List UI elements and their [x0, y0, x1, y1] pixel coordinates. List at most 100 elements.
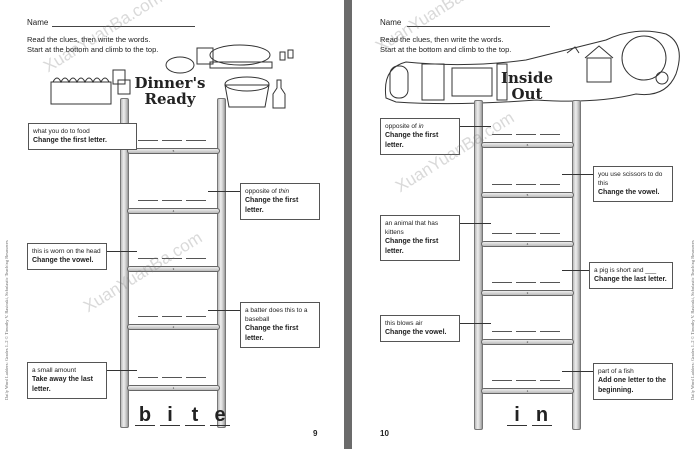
letter-blank[interactable] [540, 233, 560, 234]
clue-instruction: Change the vowel. [32, 257, 94, 264]
letter-blank[interactable] [516, 233, 536, 234]
ladder-rung: 4 [481, 241, 574, 247]
clue-text: you use scissors to do this [598, 171, 663, 187]
letter-blank[interactable] [162, 377, 182, 378]
clue-box: a pig is short and ___Change the last le… [589, 262, 673, 289]
letter-blank[interactable] [492, 233, 512, 234]
letter-blank[interactable] [138, 258, 158, 259]
ladder-rung: 6 [481, 142, 574, 148]
worksheet-title: Dinner's Ready [134, 74, 206, 108]
instruction-line: Start at the bottom and climb to the top… [27, 45, 159, 54]
ladder-rung: 3 [127, 266, 220, 272]
ladder-rung: 4 [127, 208, 220, 214]
ladder-rail [217, 98, 226, 428]
letter-blank[interactable] [162, 200, 182, 201]
start-letter: n [532, 405, 552, 426]
letter-blank[interactable] [162, 140, 182, 141]
clue-italic-word: thin [278, 188, 290, 195]
clue-instruction: Change the vowel. [385, 329, 447, 336]
letter-blank[interactable] [516, 184, 536, 185]
clue-instruction: Change the first letter. [245, 325, 299, 342]
letter-blank[interactable] [138, 200, 158, 201]
letter-blank[interactable] [186, 377, 206, 378]
letter-blank[interactable] [540, 331, 560, 332]
letter-blank[interactable] [138, 140, 158, 141]
letter-blank[interactable] [540, 134, 560, 135]
clue-italic-word: in [418, 123, 424, 130]
letter-blank[interactable] [492, 331, 512, 332]
letter-blank[interactable] [492, 134, 512, 135]
letter-blank[interactable] [186, 258, 206, 259]
clue-instruction: Change the first letter. [33, 137, 107, 144]
clue-instruction: Add one letter to the beginning. [598, 377, 667, 394]
letter-blank[interactable] [186, 316, 206, 317]
start-word: i n [507, 405, 552, 426]
worksheet-title: Inside Out [500, 69, 554, 103]
ladder-rung: 1 [127, 385, 220, 391]
letter-blank[interactable] [492, 282, 512, 283]
letter-blank[interactable] [540, 282, 560, 283]
letter-blank[interactable] [516, 134, 536, 135]
name-line [407, 26, 550, 27]
letter-blank[interactable] [516, 380, 536, 381]
start-word: b i t e [135, 405, 230, 426]
connector-line [208, 191, 240, 192]
worksheet-page-10: Name Read the clues, then write the word… [352, 0, 700, 449]
clue-text: part of a fish [598, 368, 634, 375]
clue-instruction: Change the first letter. [245, 197, 299, 214]
instruction-line: Read the clues, then write the words. [380, 35, 504, 44]
name-line [52, 26, 195, 27]
connector-line [460, 223, 491, 224]
clue-text: opposite of [385, 123, 419, 130]
ladder-rung: 3 [481, 290, 574, 296]
page-number: 9 [313, 429, 318, 438]
letter-blank[interactable] [186, 200, 206, 201]
ladder-rung: 2 [127, 324, 220, 330]
inside-out-illustration [384, 30, 680, 105]
ladder-rung: 2 [481, 339, 574, 345]
letter-blank[interactable] [162, 316, 182, 317]
clue-instruction: Change the vowel. [598, 189, 660, 196]
start-letter: i [507, 405, 527, 426]
letter-blank[interactable] [492, 380, 512, 381]
worksheet-page-9: Name Read the clues, then write the word… [0, 0, 344, 449]
ladder-rail [120, 98, 129, 428]
connector-line [460, 126, 491, 127]
letter-blank[interactable] [138, 316, 158, 317]
letter-blank[interactable] [162, 258, 182, 259]
instructions: Read the clues, then write the words. St… [380, 35, 511, 55]
letter-blank[interactable] [186, 140, 206, 141]
copyright-line: Daily Word Ladders: Grades 1–2 © Timothy… [4, 240, 9, 400]
clue-text: a pig is short and ___ [594, 267, 657, 274]
clue-instruction: Change the first letter. [385, 132, 439, 149]
connector-line [107, 370, 137, 371]
connector-line [208, 310, 240, 311]
clue-text: this blows air [385, 320, 423, 327]
connector-line [460, 323, 491, 324]
start-letter: t [185, 405, 205, 426]
letter-blank[interactable] [138, 377, 158, 378]
letter-blank[interactable] [492, 184, 512, 185]
letter-blank[interactable] [540, 184, 560, 185]
connector-line [107, 251, 137, 252]
start-letter: b [135, 405, 155, 426]
connector-line [562, 270, 589, 271]
ladder-rung: 1 [481, 388, 574, 394]
ladder-rung: 5 [481, 192, 574, 198]
copyright-line: Daily Word Ladders: Grades 1–2 © Timothy… [690, 240, 695, 400]
letter-blank[interactable] [540, 380, 560, 381]
ladder-rail [474, 100, 483, 430]
letter-blank[interactable] [516, 282, 536, 283]
ladder-rung: 5 [127, 148, 220, 154]
letter-blank[interactable] [516, 331, 536, 332]
name-label: Name [27, 18, 49, 27]
connector-line [562, 371, 593, 372]
